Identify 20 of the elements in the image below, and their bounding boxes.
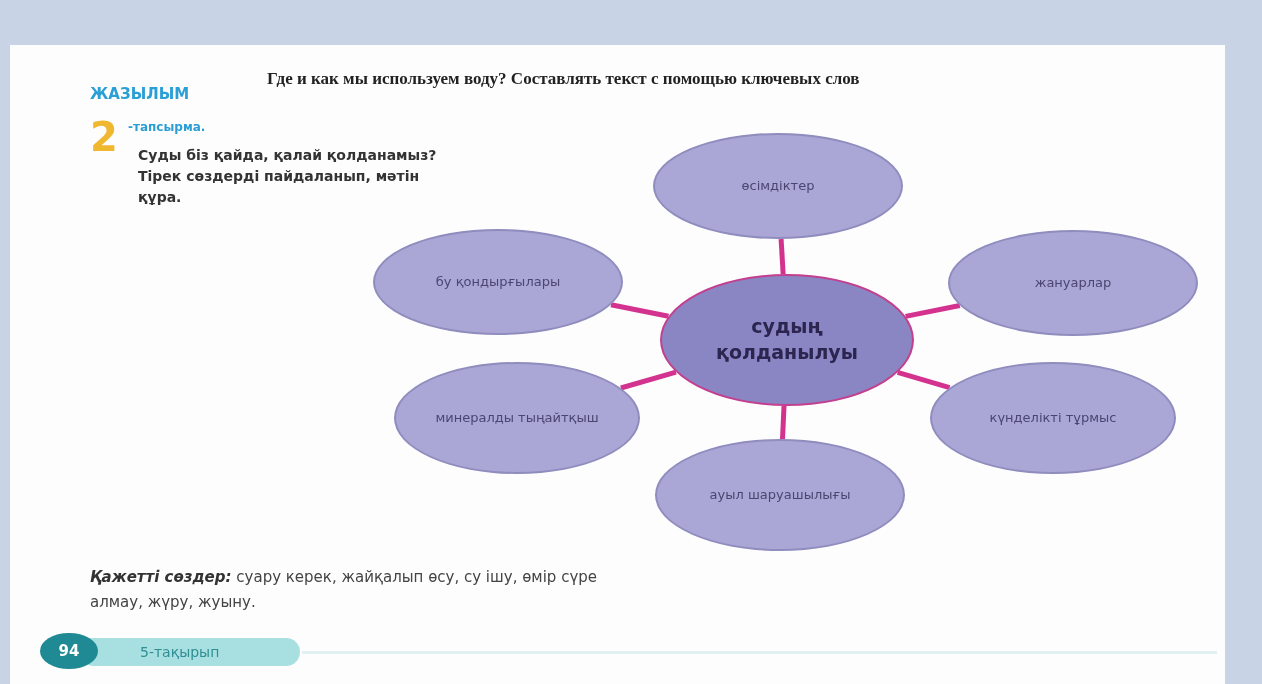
keywords-text: Қажетті сөздер: суару керек, жайқалып өсу, су ішу, өмір сүре алмау, жүру, жуыну. [90,567,598,613]
connector-line [780,405,787,440]
topic-ellipse: жануарлар [948,230,1198,336]
connector-line [620,369,677,391]
topic-ellipse: бу қондырғылары [373,229,623,335]
section-label: ЖАЗЫЛЫМ [90,85,190,103]
topic-ellipse: күнделікті тұрмыс [930,362,1176,474]
topic-ellipse: өсімдіктер [653,133,903,239]
center-ellipse: судың қолданылуы [660,274,914,406]
topic-ellipse: ауыл шаруашылығы [655,439,905,551]
connector-line [610,302,669,319]
page-number: 94 [40,633,98,669]
connector-line [778,238,786,275]
topic-ellipse: минералды тыңайтқыш [394,362,640,474]
connector-line [905,303,961,319]
task-instruction: Суды біз қайда, қалай қолданамыз? Тірек сөздерді пайдаланып, мәтін құра. [138,146,438,207]
heading: Где и как мы используем воду? Составлять текст с помощью ключевых слов [267,68,861,90]
connector-line [896,370,951,391]
task-number: 2 [90,117,118,157]
task-label: -тапсырма. [128,120,206,134]
